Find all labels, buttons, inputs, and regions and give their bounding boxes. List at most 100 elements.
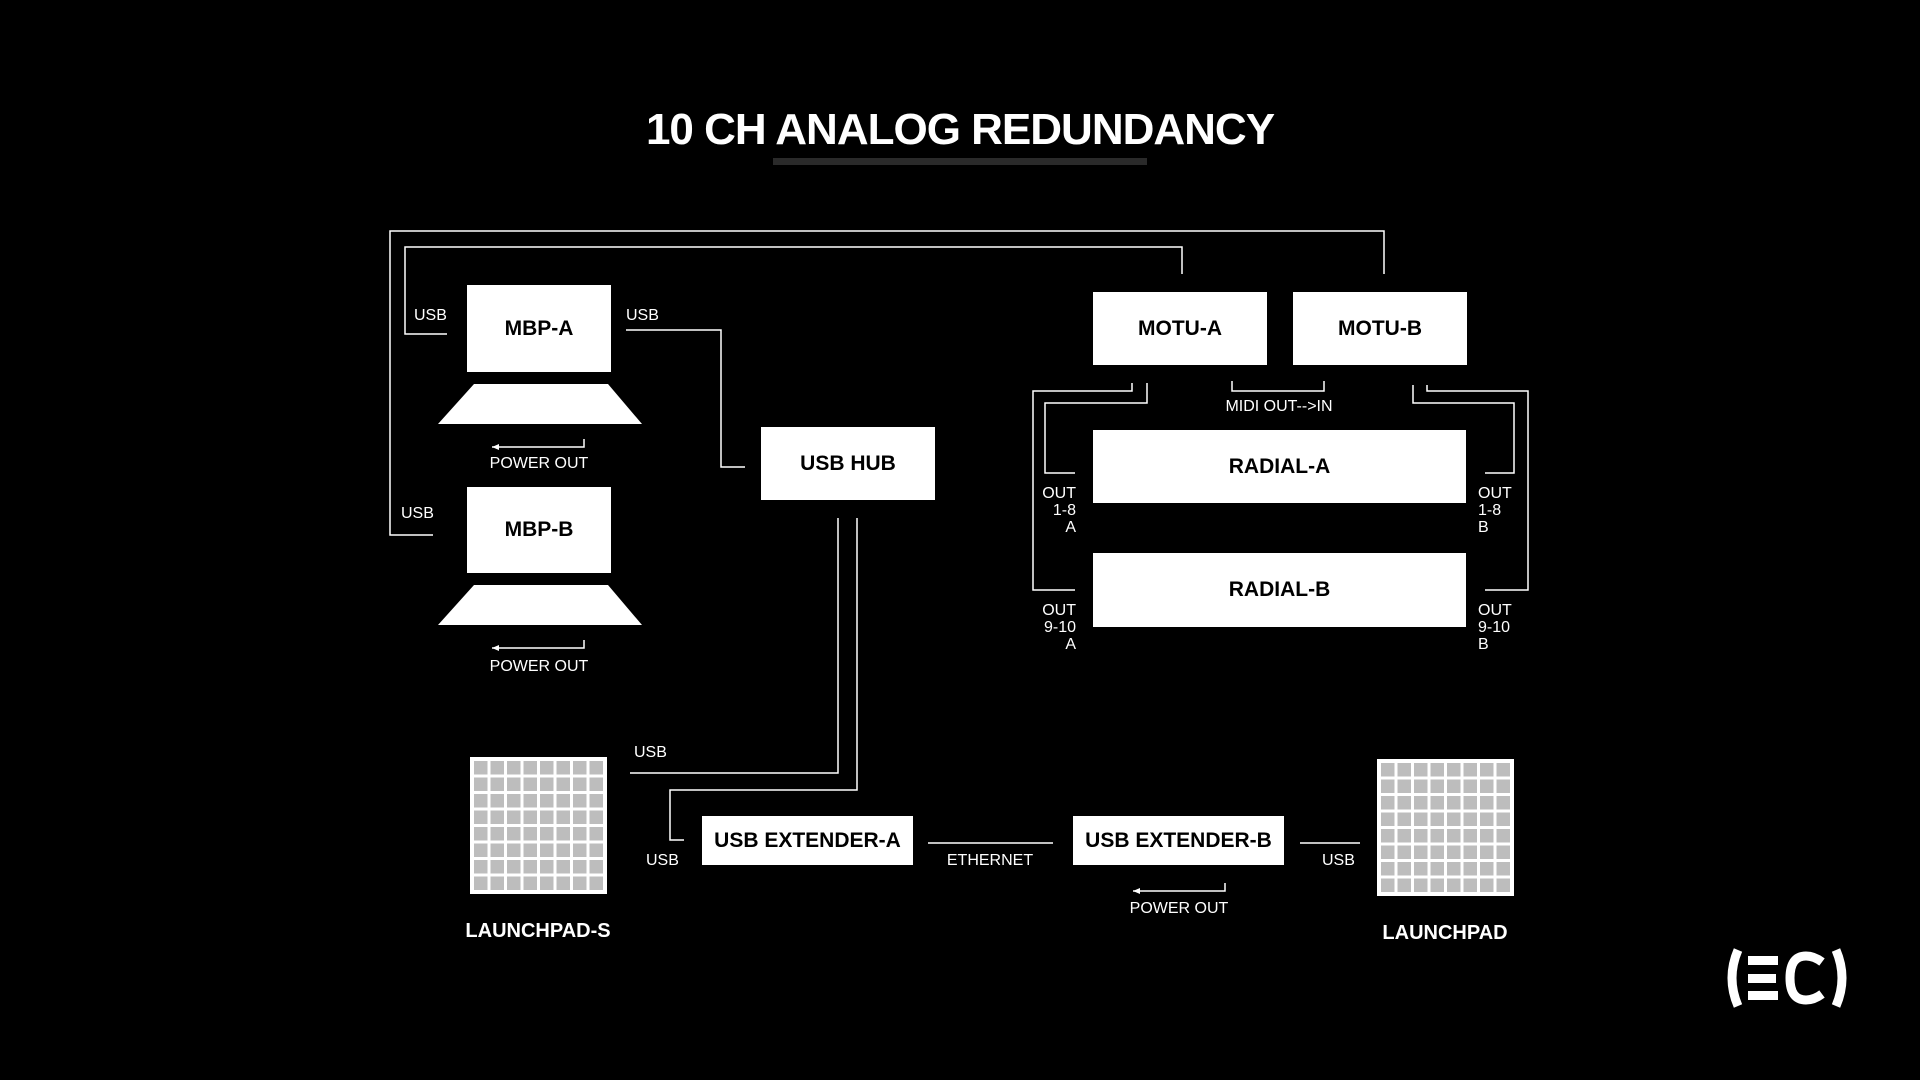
launchpad-pad	[523, 843, 537, 857]
line-motu-b-radial-b	[1426, 385, 1529, 591]
launchpad-pad	[556, 761, 570, 775]
launchpad-pad	[507, 777, 521, 791]
power-arrow-mbp-b	[492, 640, 585, 649]
motu-a-label: MOTU-A	[1138, 316, 1222, 340]
usb-label-mbp-b: USB	[401, 505, 434, 522]
power-out-label-mbp-b: POWER OUT	[489, 658, 589, 675]
launchpad-pad	[573, 810, 587, 824]
launchpad-pad	[1447, 878, 1461, 892]
launchpad-pad	[1480, 829, 1494, 843]
launchpad-pad	[573, 777, 587, 791]
mbp-a-label: MBP-A	[504, 316, 574, 340]
launchpad-pad	[573, 761, 587, 775]
launchpad-pad	[1496, 763, 1510, 777]
launchpad-pad	[573, 860, 587, 874]
out-1-8-b-label: OUT 1-8 B	[1478, 485, 1512, 536]
launchpad-pad	[1480, 763, 1494, 777]
launchpad-pad	[1463, 763, 1477, 777]
launchpad-pad	[1463, 862, 1477, 876]
launchpad-pad	[490, 794, 504, 808]
launchpad-pad	[523, 794, 537, 808]
launchpad-pad	[507, 843, 521, 857]
launchpad-pad	[490, 843, 504, 857]
launchpad-pad	[1397, 878, 1411, 892]
line-motu-a-radial-a	[1044, 383, 1148, 474]
out-1-8-a-label: OUT 1-8 A	[1042, 485, 1076, 536]
launchpad-pad	[540, 876, 554, 890]
launchpad-pad	[589, 860, 603, 874]
motu-a-box: MOTU-A	[1093, 292, 1267, 365]
launchpad-pad	[507, 876, 521, 890]
launchpad-pad	[1463, 878, 1477, 892]
launchpad-pad	[589, 761, 603, 775]
launchpad-pad	[1414, 779, 1428, 793]
launchpad-pad	[1430, 862, 1444, 876]
launchpad-pad	[1414, 829, 1428, 843]
launchpad-pad	[474, 761, 488, 775]
launchpad-pad	[540, 860, 554, 874]
launchpad-pad	[540, 777, 554, 791]
usb-label-launchpad-s: USB	[634, 744, 667, 761]
launchpad-pad	[1463, 779, 1477, 793]
power-arrowhead-extender-b	[1133, 888, 1140, 894]
launchpad-pad	[1480, 862, 1494, 876]
radial-a-box: RADIAL-A	[1093, 430, 1466, 503]
launchpad-pad	[1414, 878, 1428, 892]
line-midi	[1231, 381, 1325, 392]
line-motu-a-radial-b	[1032, 383, 1133, 591]
motu-b-label: MOTU-B	[1338, 316, 1422, 340]
radial-a-label: RADIAL-A	[1228, 454, 1331, 478]
launchpad-pad	[1447, 796, 1461, 810]
launchpad-pad	[556, 860, 570, 874]
launchpad-pad	[1397, 829, 1411, 843]
launchpad-pad	[573, 794, 587, 808]
launchpad-pad	[556, 827, 570, 841]
launchpad-s-grid-icon	[470, 757, 607, 894]
launchpad-label: LAUNCHPAD	[1382, 922, 1508, 944]
launchpad-pad	[474, 860, 488, 874]
usb-extender-a-box: USB EXTENDER-A	[702, 816, 913, 865]
launchpad-pad	[1496, 845, 1510, 859]
launchpad-pad	[556, 794, 570, 808]
launchpad-pad	[1397, 862, 1411, 876]
launchpad-s-label: LAUNCHPAD-S	[465, 920, 611, 942]
launchpad-pad	[573, 843, 587, 857]
radial-b-label: RADIAL-B	[1228, 578, 1331, 601]
launchpad-pad	[1496, 796, 1510, 810]
usb-extender-b-box: USB EXTENDER-B	[1073, 816, 1284, 865]
line-hub-extender-a	[669, 518, 858, 841]
ec-logo-icon	[1727, 948, 1847, 1008]
launchpad-pad	[1496, 862, 1510, 876]
launchpad-pad	[490, 777, 504, 791]
launchpad-pad	[1480, 812, 1494, 826]
launchpad-pad	[1414, 862, 1428, 876]
launchpad-pad	[1381, 763, 1395, 777]
launchpad-pad	[523, 827, 537, 841]
launchpad-pad	[507, 810, 521, 824]
usb-extender-b-label: USB EXTENDER-B	[1085, 828, 1272, 852]
mbp-b-keyboard-icon	[438, 585, 642, 625]
launchpad-pad	[1496, 779, 1510, 793]
launchpad-pad	[540, 843, 554, 857]
launchpad-pad	[1430, 796, 1444, 810]
launchpad-pad	[523, 777, 537, 791]
launchpad-pad	[1447, 812, 1461, 826]
usb-hub-label: USB HUB	[800, 451, 896, 475]
power-arrow-mbp-a	[492, 439, 585, 448]
launchpad-pad	[1447, 763, 1461, 777]
launchpad-pad	[1463, 796, 1477, 810]
launchpad-pad	[507, 761, 521, 775]
launchpad-pad	[523, 810, 537, 824]
launchpad-pad	[523, 761, 537, 775]
line-hub-launchpad-s	[630, 518, 839, 774]
launchpad-pad	[1397, 779, 1411, 793]
launchpad-pad	[1496, 812, 1510, 826]
launchpad-pad	[589, 876, 603, 890]
launchpad-pad	[1463, 812, 1477, 826]
launchpad-pad	[1430, 878, 1444, 892]
launchpad-pad	[1381, 779, 1395, 793]
launchpad-pad	[490, 810, 504, 824]
motu-b-box: MOTU-B	[1293, 292, 1467, 365]
power-arrowhead-mbp-a	[492, 444, 499, 450]
